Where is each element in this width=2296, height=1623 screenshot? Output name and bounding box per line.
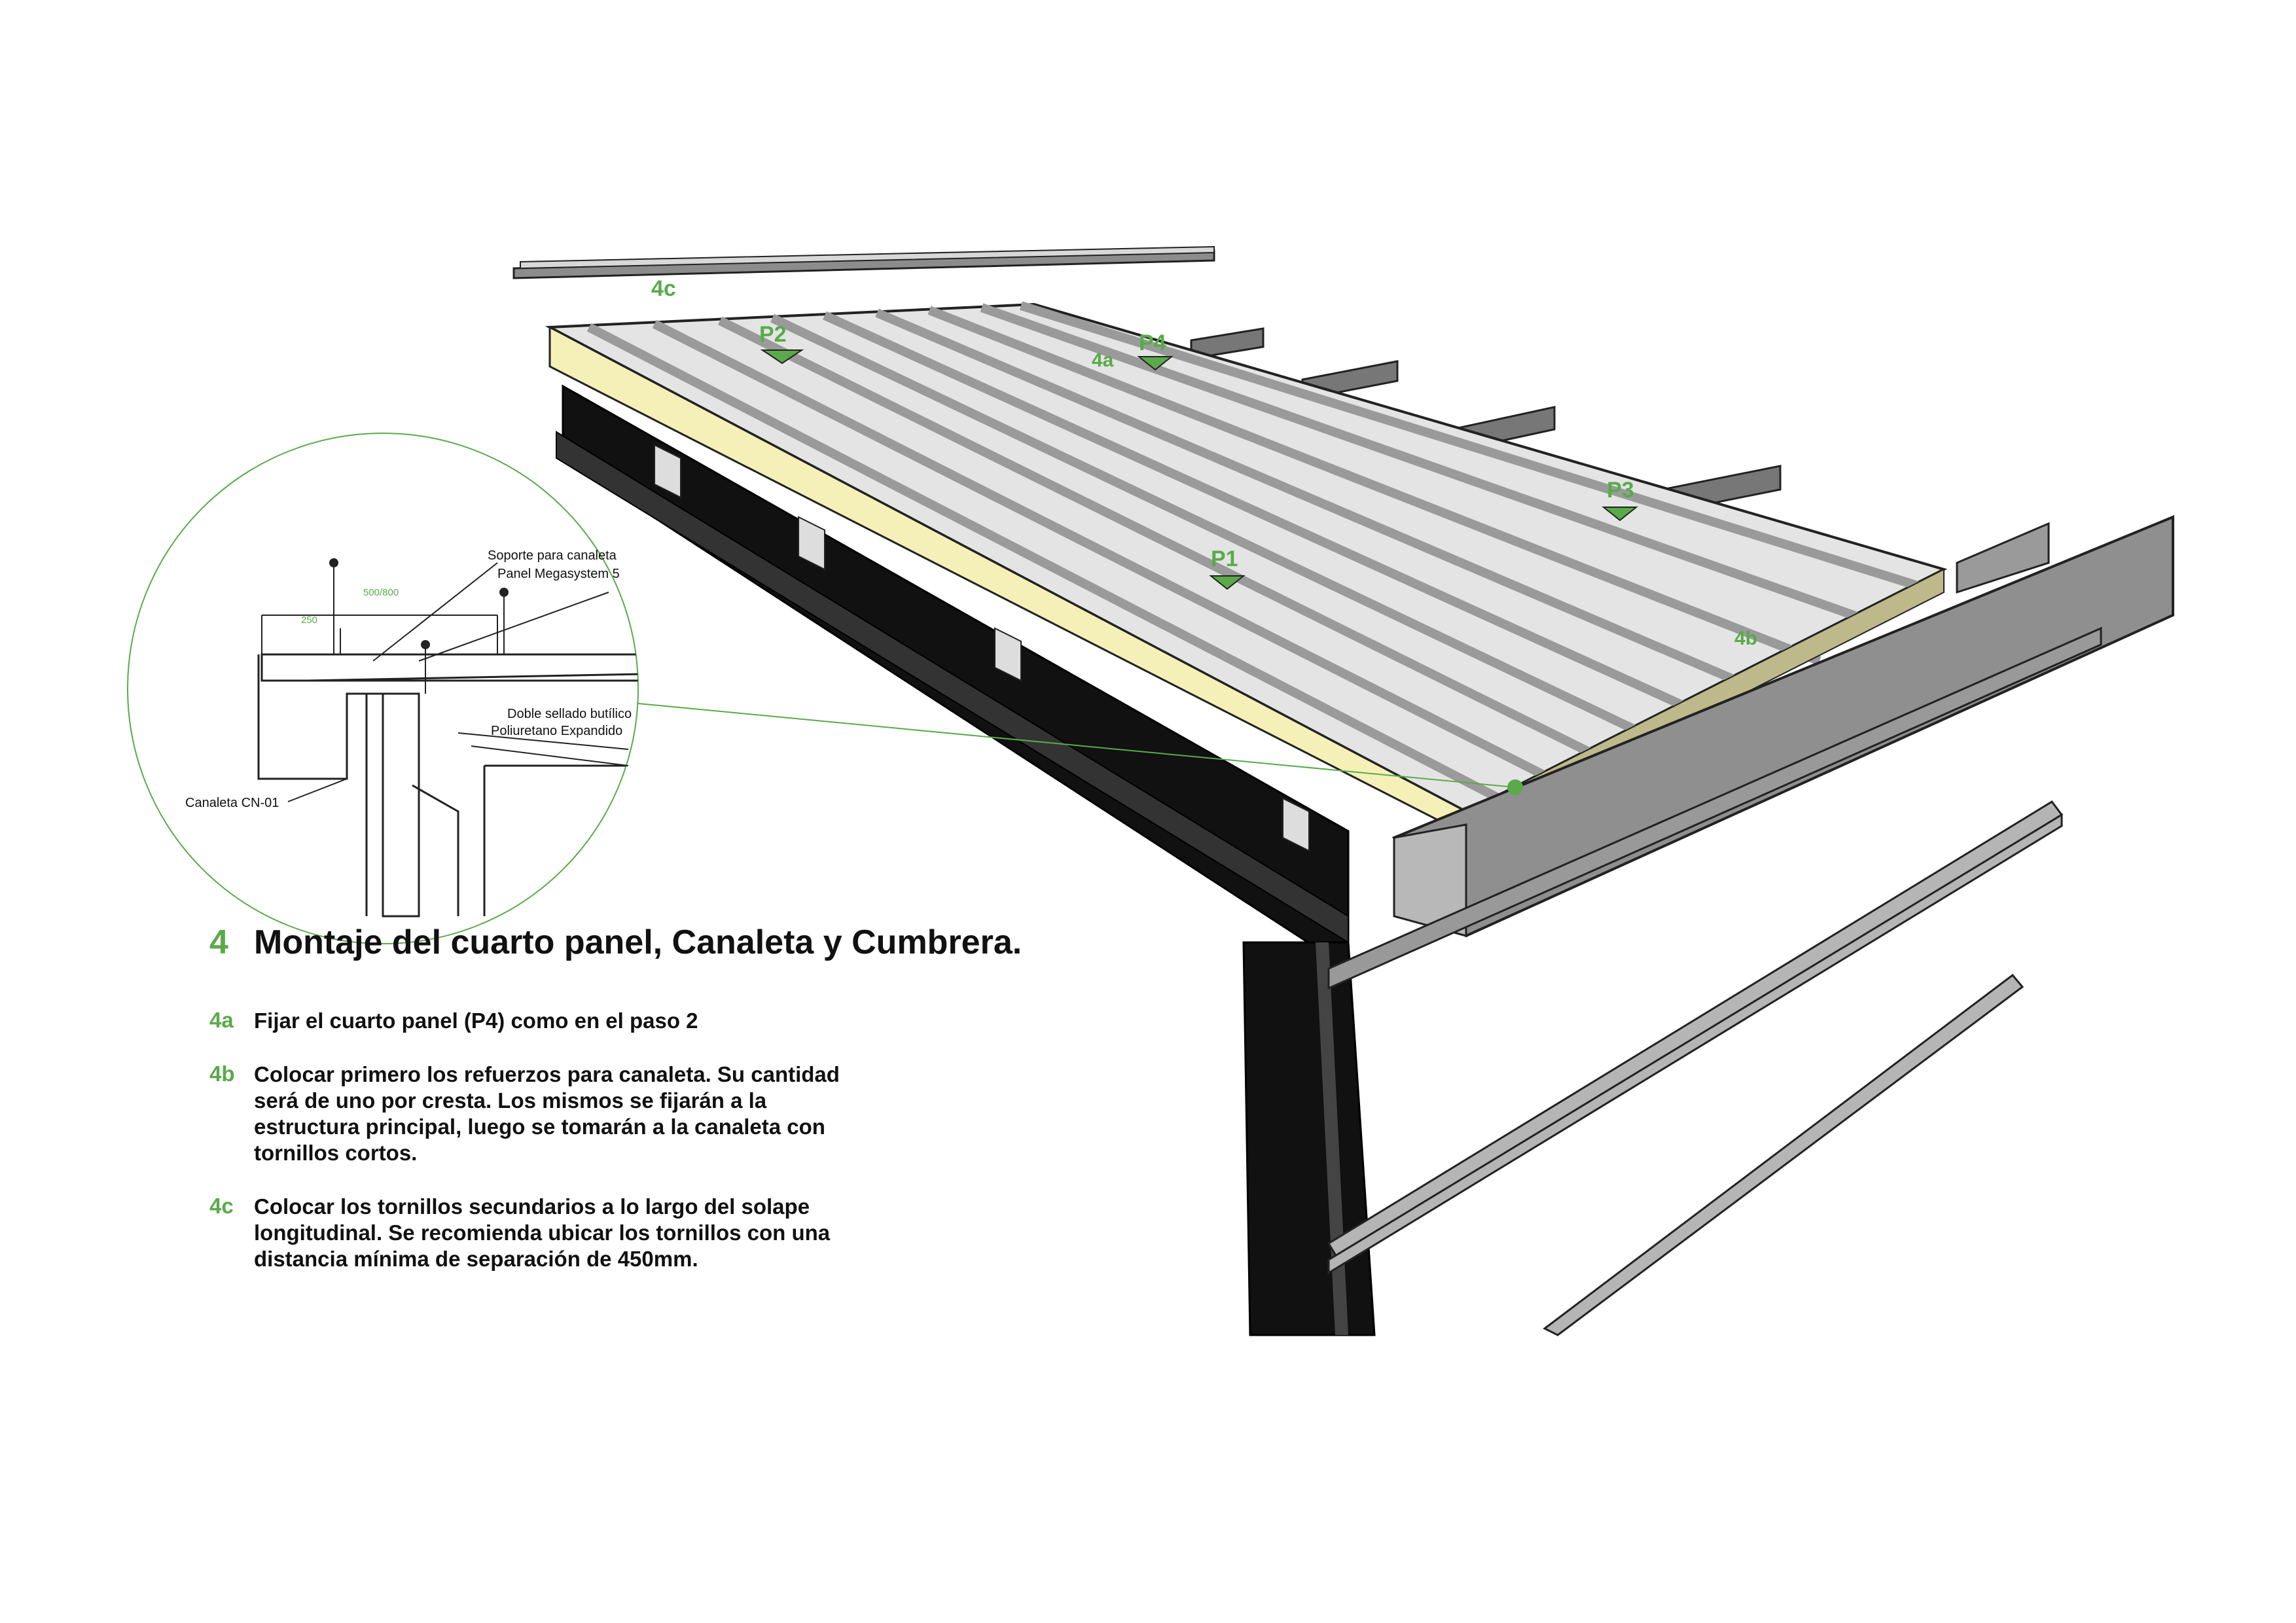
instruction-item-4c: 4c Colocar los tornillos secundarios a l…	[209, 1194, 1191, 1272]
instruction-id: 4a	[209, 1008, 234, 1032]
instruction-line: Colocar los tornillos secundarios a lo l…	[254, 1194, 810, 1219]
step-heading: 4 Montaje del cuarto panel, Canaleta y C…	[209, 923, 1191, 962]
label-p1: P1	[1211, 546, 1238, 571]
callout-gutter: Canaleta CN-01	[185, 796, 279, 810]
instruction-line: longitudinal. Se recomienda ubicar los t…	[254, 1221, 831, 1245]
gutter	[1327, 515, 2174, 990]
detail-section: Soporte para canaleta Panel Megasystem 5…	[127, 433, 639, 944]
callout-foam: Poliuretano Expandido	[491, 724, 622, 738]
instruction-line: será de uno por cresta. Los mismos se fi…	[254, 1088, 767, 1113]
callout-butyl-seal: Doble sellado butílico	[507, 707, 632, 721]
instruction-id: 4c	[209, 1194, 234, 1218]
callout-gutter-support: Soporte para canaleta	[488, 548, 617, 563]
dimension-partial: 250	[301, 615, 317, 626]
instructions: 4 Montaje del cuarto panel, Canaleta y C…	[209, 923, 1191, 1300]
instruction-id: 4b	[209, 1061, 235, 1086]
label-4b: 4b	[1734, 628, 1757, 649]
ridge-cap	[512, 245, 1215, 279]
label-p4: P4	[1139, 330, 1166, 355]
step-number: 4	[209, 923, 228, 961]
label-4c: 4c	[651, 276, 676, 301]
instruction-item-4a: 4a Fijar el cuarto panel (P4) como en el…	[209, 1008, 1191, 1034]
instruction-line: distancia mínima de separación de 450mm.	[254, 1247, 698, 1271]
detail-leader	[637, 703, 1516, 788]
instruction-text: Fijar el cuarto panel (P4) como en el pa…	[254, 1008, 922, 1034]
step-title: Montaje del cuarto panel, Canaleta y Cum…	[254, 923, 1022, 961]
instruction-item-4b: 4b Colocar primero los refuerzos para ca…	[209, 1061, 1191, 1166]
instruction-line: Colocar primero los refuerzos para canal…	[254, 1062, 840, 1086]
callout-panel: Panel Megasystem 5	[497, 567, 620, 581]
label-4a: 4a	[1092, 349, 1114, 371]
instruction-line: Fijar el cuarto panel (P4) como en el pa…	[254, 1008, 698, 1033]
instruction-text: Colocar los tornillos secundarios a lo l…	[254, 1194, 922, 1272]
instruction-line: tornillos cortos.	[254, 1141, 418, 1165]
label-p3: P3	[1607, 478, 1634, 503]
dimension-total: 500/800	[363, 587, 399, 598]
loose-profiles	[1327, 800, 2064, 1336]
instruction-line: estructura principal, luego se tomarán a…	[254, 1115, 825, 1139]
label-p2: P2	[759, 322, 787, 347]
instruction-text: Colocar primero los refuerzos para canal…	[254, 1061, 922, 1166]
roof-panels	[545, 301, 1948, 836]
